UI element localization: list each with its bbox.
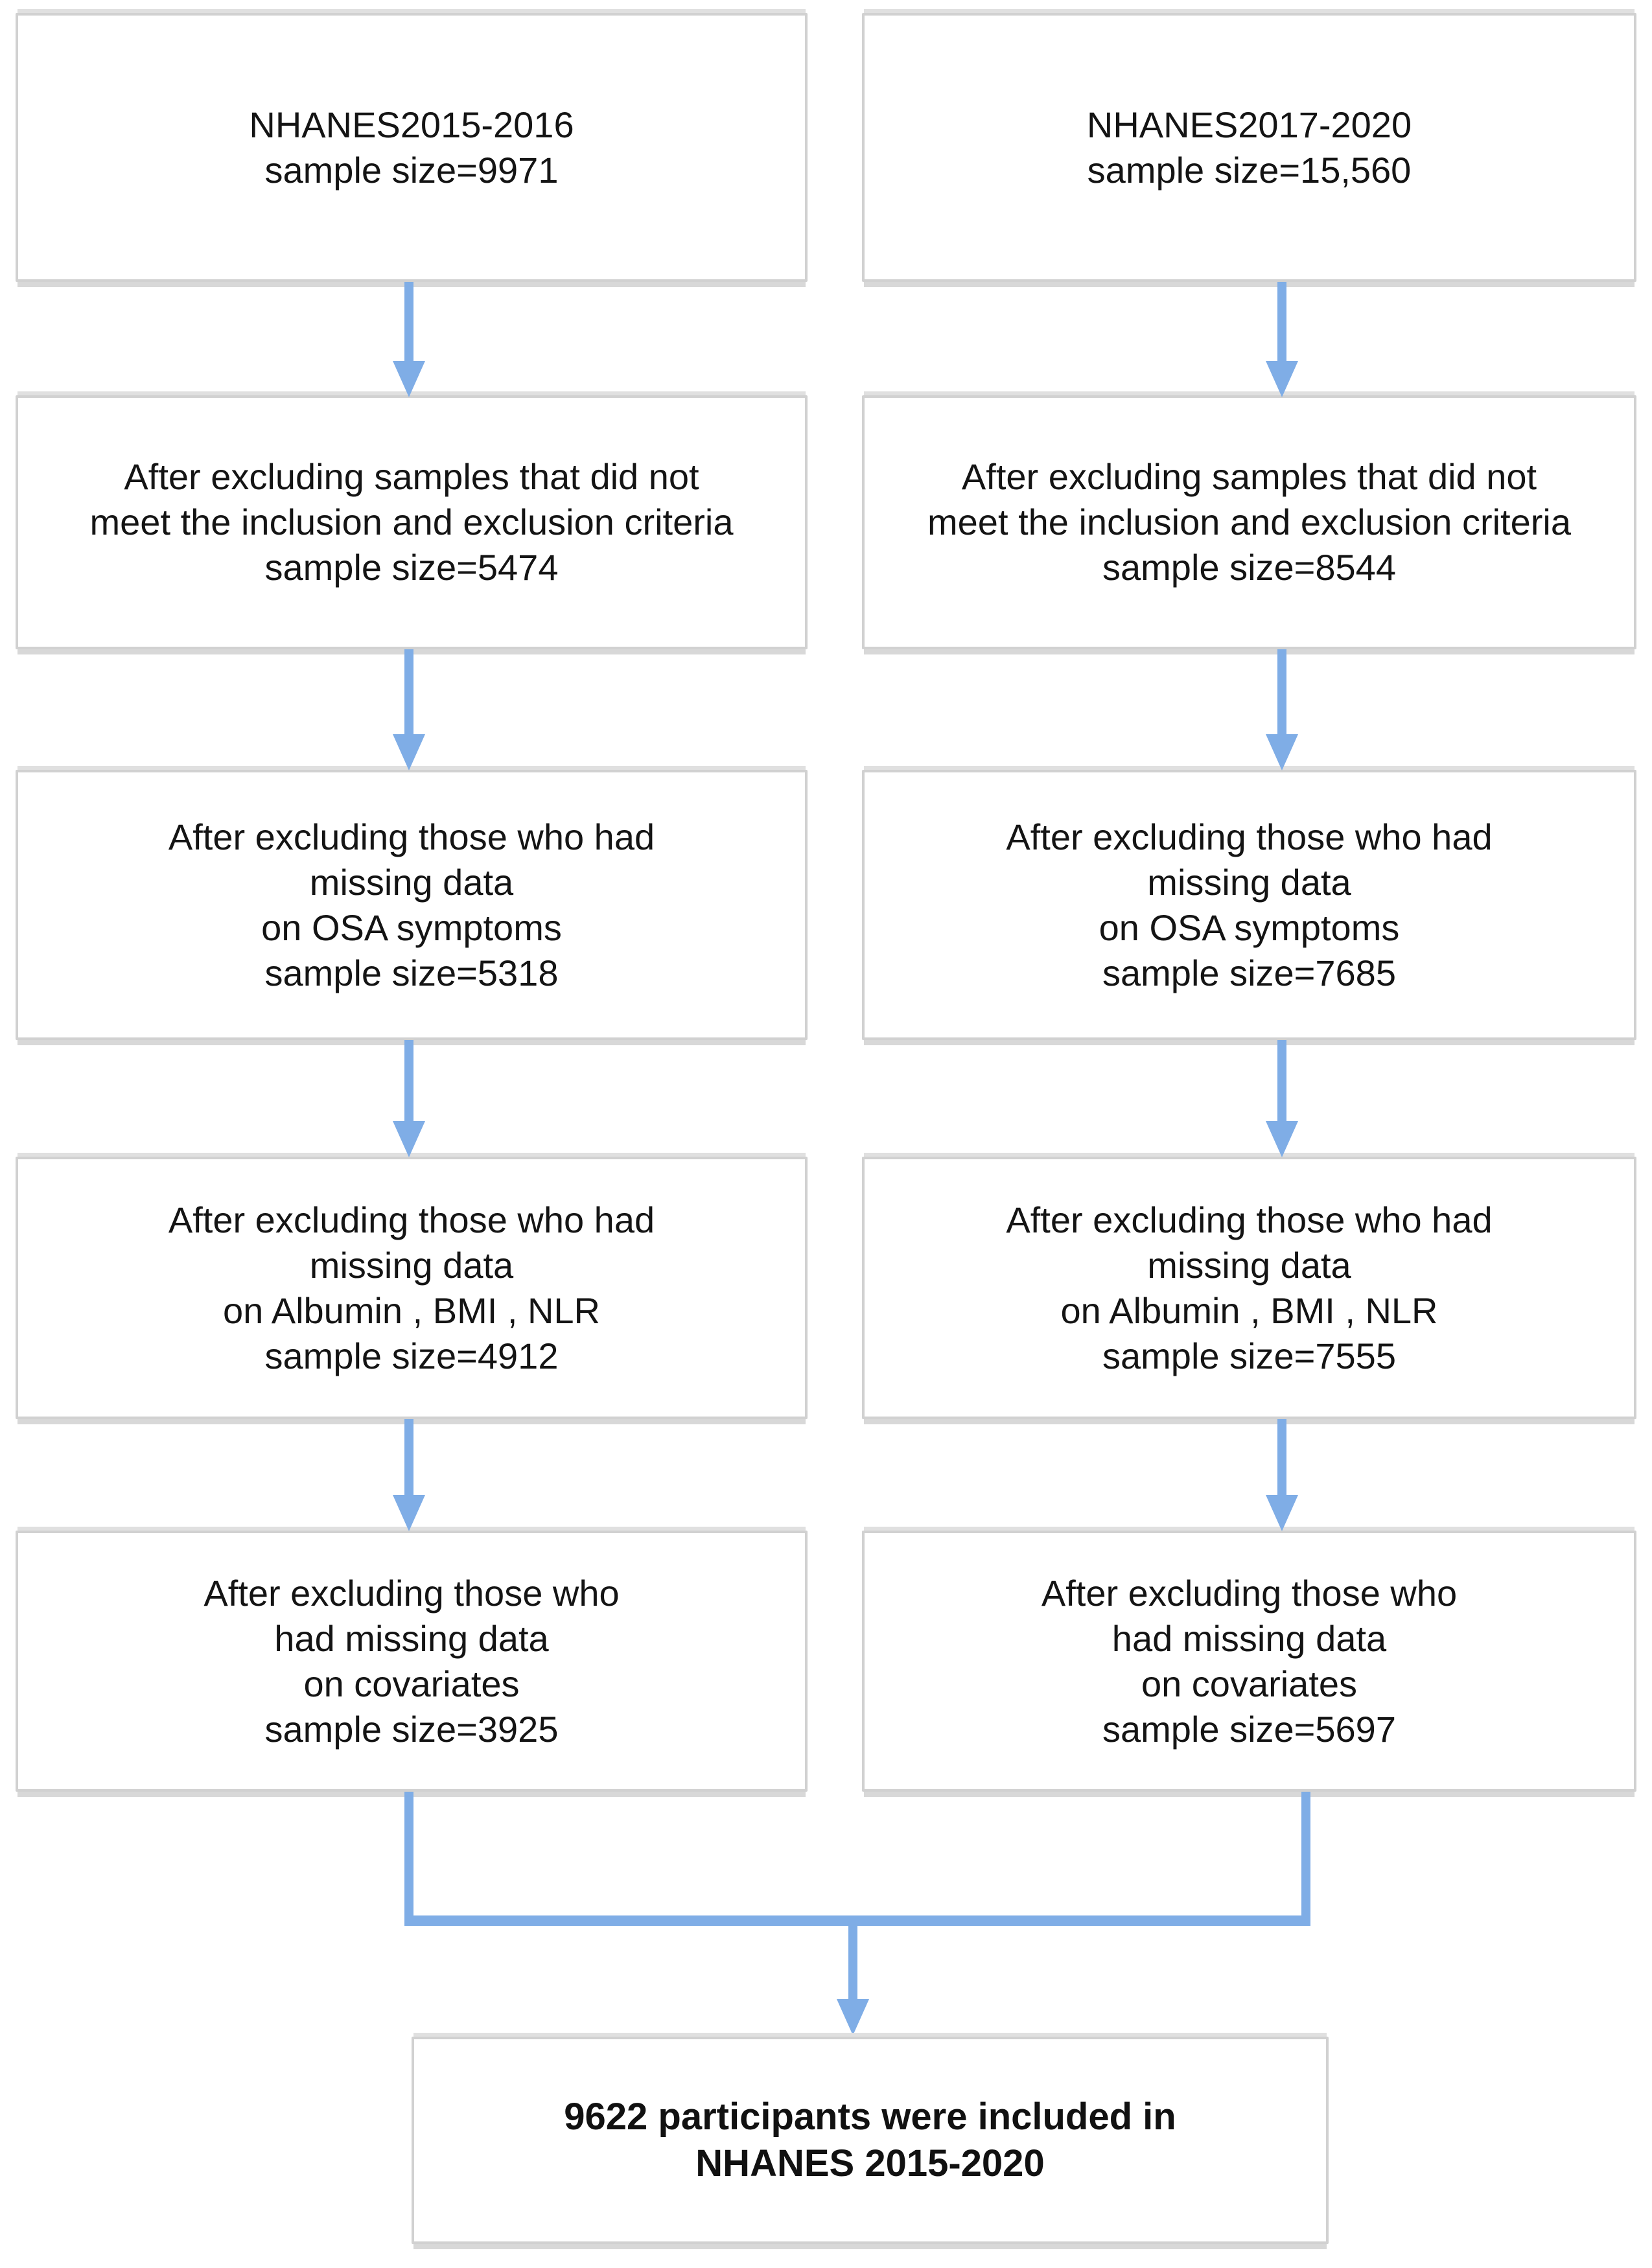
flow-box-right-step-3: After excluding those who had missing da… xyxy=(862,1157,1636,1419)
flow-box-final: 9622 participants were included in NHANE… xyxy=(412,2037,1329,2244)
flow-box-left-step-4: After excluding those who had missing da… xyxy=(16,1531,808,1792)
down-arrow-right-3-stem xyxy=(1277,1040,1286,1121)
final-down-arrow-stem xyxy=(848,1926,857,1999)
down-arrow-right-4-head xyxy=(1266,1495,1298,1531)
flow-box-right-step-1-text: After excluding samples that did not mee… xyxy=(927,456,1571,588)
flow-box-right-step-4-text: After excluding those who had missing da… xyxy=(1041,1572,1458,1750)
flow-box-right-step-2: After excluding those who had missing da… xyxy=(862,770,1636,1040)
flow-box-left-step-3: After excluding those who had missing da… xyxy=(16,1157,808,1419)
down-arrow-right-3-head xyxy=(1266,1121,1298,1157)
flow-box-left-start: NHANES2015-2016 sample size=9971 xyxy=(16,13,808,282)
flow-box-final-text: 9622 participants were included in NHANE… xyxy=(564,2096,1176,2184)
flow-box-right-step-4: After excluding those who had missing da… xyxy=(862,1531,1636,1792)
flow-box-left-start-text: NHANES2015-2016 sample size=9971 xyxy=(249,104,574,191)
flow-box-left-step-3-text: After excluding those who had missing da… xyxy=(168,1199,655,1376)
final-down-arrow-head xyxy=(837,1999,869,2035)
down-arrow-right-2-stem xyxy=(1277,649,1286,734)
flow-box-left-step-2: After excluding those who had missing da… xyxy=(16,770,808,1040)
merge-connector-bar xyxy=(404,1915,1310,1926)
down-arrow-left-1-head xyxy=(393,361,425,397)
merge-connector-left-line xyxy=(404,1792,413,1917)
down-arrow-right-4-stem xyxy=(1277,1419,1286,1495)
flow-box-right-start-text: NHANES2017-2020 sample size=15,560 xyxy=(1086,104,1412,191)
down-arrow-left-3-head xyxy=(393,1121,425,1157)
flow-box-right-step-1: After excluding samples that did not mee… xyxy=(862,395,1636,649)
down-arrow-left-1-stem xyxy=(404,282,413,361)
merge-connector-right-line xyxy=(1301,1792,1310,1917)
flow-box-right-step-3-text: After excluding those who had missing da… xyxy=(1006,1199,1493,1376)
down-arrow-left-4-head xyxy=(393,1495,425,1531)
flow-box-left-step-2-text: After excluding those who had missing da… xyxy=(168,816,655,993)
flow-box-right-start: NHANES2017-2020 sample size=15,560 xyxy=(862,13,1636,282)
flow-box-left-step-4-text: After excluding those who had missing da… xyxy=(204,1572,620,1750)
down-arrow-left-2-head xyxy=(393,734,425,770)
down-arrow-left-4-stem xyxy=(404,1419,413,1495)
down-arrow-right-2-head xyxy=(1266,734,1298,770)
down-arrow-right-1-head xyxy=(1266,361,1298,397)
down-arrow-right-1-stem xyxy=(1277,282,1286,361)
flow-box-left-step-1-text: After excluding samples that did not mee… xyxy=(89,456,734,588)
flow-box-left-step-1: After excluding samples that did not mee… xyxy=(16,395,808,649)
down-arrow-left-3-stem xyxy=(404,1040,413,1121)
flow-box-right-step-2-text: After excluding those who had missing da… xyxy=(1006,816,1493,993)
down-arrow-left-2-stem xyxy=(404,649,413,734)
